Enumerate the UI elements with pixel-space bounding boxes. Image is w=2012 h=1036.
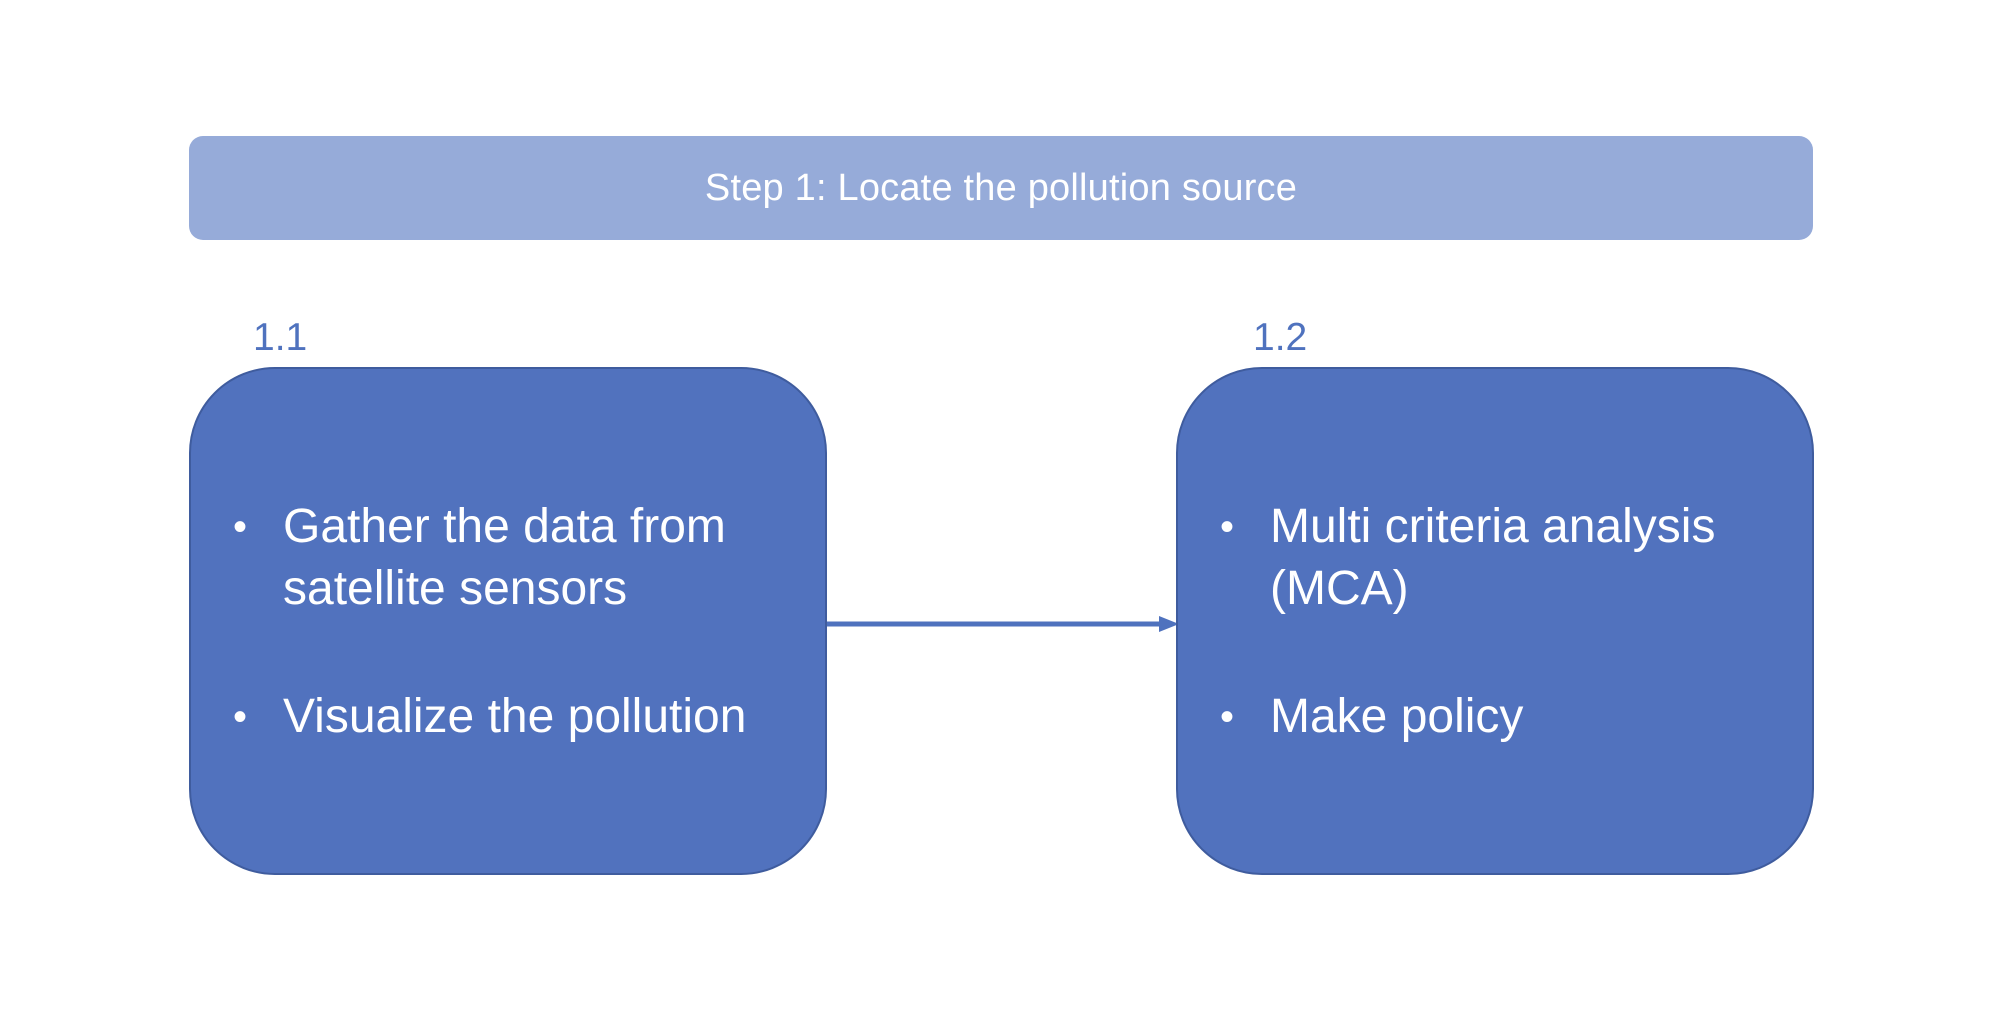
step-header-title: Step 1: Locate the pollution source (704, 166, 1298, 209)
step-1-2-number: 1.2 (1253, 316, 1308, 359)
flow-arrow-head (1159, 616, 1179, 632)
step-1-2-box: • Multi criteria analysis (MCA) • Make p… (1176, 367, 1814, 875)
step-header-bar: Step 1: Locate the pollution source (189, 136, 1813, 240)
bullet-text: Gather the data from satellite sensors (283, 500, 726, 615)
bullet-dot: • (1220, 695, 1235, 739)
bullet-item: • Multi criteria analysis (MCA) (1220, 496, 1782, 620)
bullet-item: • Gather the data from satellite sensors (233, 496, 795, 620)
flow-arrow (827, 616, 1179, 632)
bullet-text: Make policy (1270, 690, 1524, 743)
bullet-dot: • (233, 695, 248, 739)
step-1-2-bullet-list: • Multi criteria analysis (MCA) • Make p… (1220, 496, 1782, 814)
step-1-1-bullet-list: • Gather the data from satellite sensors… (233, 496, 795, 814)
step-1-1-number: 1.1 (253, 316, 308, 359)
bullet-item: • Make policy (1220, 686, 1782, 748)
step-1-1-box: • Gather the data from satellite sensors… (189, 367, 827, 875)
bullet-text: Visualize the pollution (283, 690, 747, 743)
bullet-text: Multi criteria analysis (MCA) (1270, 500, 1716, 615)
bullet-dot: • (1220, 505, 1235, 549)
bullet-dot: • (233, 505, 248, 549)
bullet-item: • Visualize the pollution (233, 686, 795, 748)
